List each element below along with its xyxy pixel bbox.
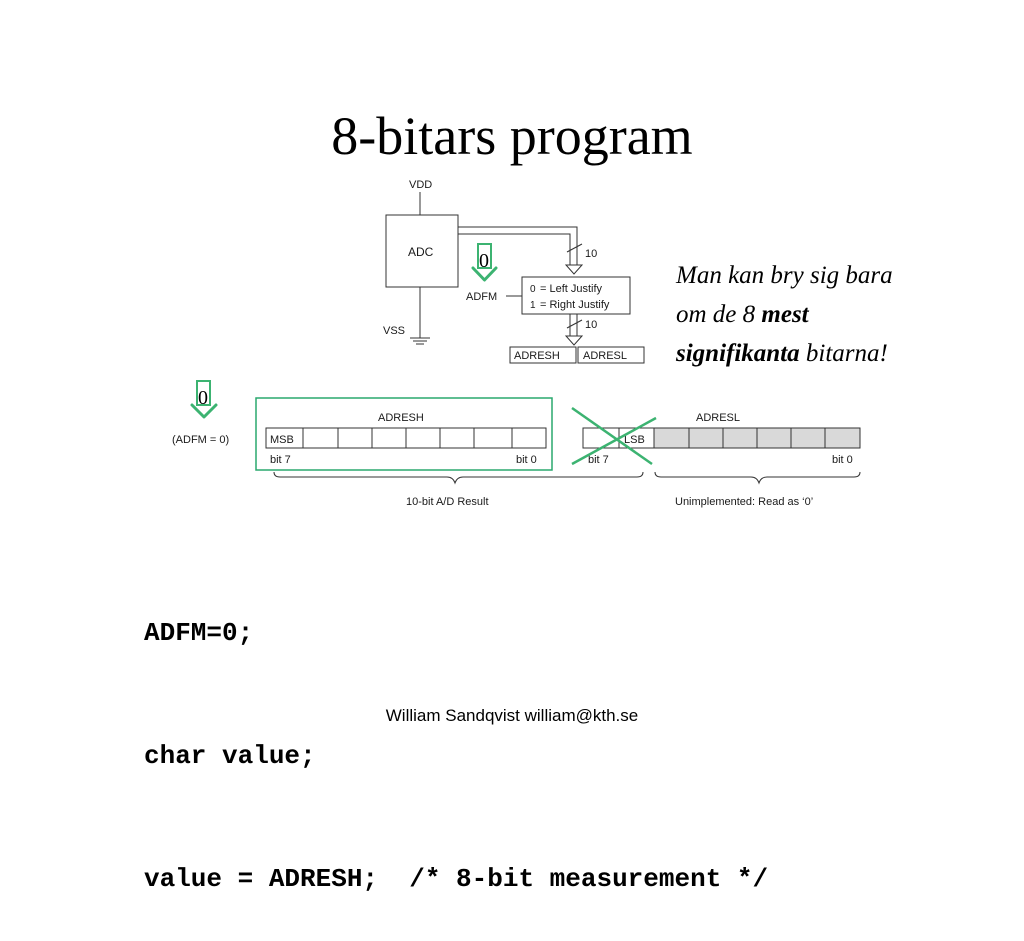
adfm-equals-label: (ADFM = 0) xyxy=(172,434,229,446)
code-line-1: ADFM=0; xyxy=(144,618,254,648)
adresh-bit0-label: bit 0 xyxy=(516,454,537,466)
note-emphasis-mest: mest xyxy=(761,301,809,328)
code-line-2: char value; xyxy=(144,741,316,771)
adfm-arrow-icon-top xyxy=(471,243,498,282)
adresh-register-cells xyxy=(265,427,547,449)
adresh-output-label: ADRESH xyxy=(514,350,560,362)
adresl-output-label: ADRESL xyxy=(583,350,627,362)
adresh-output-box xyxy=(509,346,577,364)
adresl-bit7-label: bit 7 xyxy=(588,454,609,466)
justify-right-label: = Right Justify xyxy=(540,299,610,311)
justify-right-bit: 1 xyxy=(530,300,536,311)
unimplemented-label: Unimplemented: Read as ‘0’ xyxy=(675,496,813,508)
adresl-register-cells xyxy=(582,427,861,449)
vss-label: VSS xyxy=(383,325,405,337)
note-emphasis-signifikanta: signifikanta xyxy=(676,340,800,367)
justify-box xyxy=(521,276,631,315)
vdd-label: VDD xyxy=(409,179,432,191)
justify-left-bit: 0 xyxy=(530,284,536,295)
adfm-zero-left: 0 xyxy=(198,387,208,409)
note-line-2-start: om de 8 xyxy=(676,301,762,328)
code-line-3: value = ADRESH; /* 8-bit measurement */ xyxy=(144,864,769,894)
slide-title: 8-bitars program xyxy=(331,106,693,166)
unimplemented-brace xyxy=(654,471,861,485)
bus-width-top: 10 xyxy=(585,248,597,260)
note-line-3: signifikanta bitarna! xyxy=(676,334,996,373)
adc-box xyxy=(385,214,459,288)
register-diagram: 0 (ADFM = 0) ADRESH MSB bit 7 bit 0 ADRE… xyxy=(172,380,861,508)
note-text: Man kan bry sig bara om de 8 mest signif… xyxy=(676,256,996,373)
note-line-2: om de 8 mest xyxy=(676,295,996,334)
note-line-1: Man kan bry sig bara xyxy=(676,262,893,289)
adfm-label: ADFM xyxy=(466,291,497,303)
adc-label: ADC xyxy=(408,245,434,259)
cross-out-icon xyxy=(571,406,657,466)
lsb-label: LSB xyxy=(624,434,645,446)
justify-left-label: = Left Justify xyxy=(540,283,603,295)
msb-label: MSB xyxy=(270,434,294,446)
code-block: ADFM=0; char value; value = ADRESH; /* 8… xyxy=(144,531,768,941)
adfm-zero-top: 0 xyxy=(479,250,489,272)
note-line-3-end: bitarna! xyxy=(799,340,888,367)
result-brace xyxy=(273,471,644,485)
adresl-bit0-label: bit 0 xyxy=(832,454,853,466)
result-label: 10-bit A/D Result xyxy=(406,496,489,508)
adresh-title: ADRESH xyxy=(378,412,424,424)
adresh-bit7-label: bit 7 xyxy=(270,454,291,466)
adresl-title: ADRESL xyxy=(696,412,740,424)
ground-icon xyxy=(410,337,430,345)
adfm-arrow-icon-left xyxy=(190,380,218,419)
adc-block-diagram: VDD ADC VSS 10 0 = Left Justify 1 = Righ… xyxy=(172,179,861,508)
adresl-output-box xyxy=(577,346,645,364)
adresh-highlight-box xyxy=(255,397,553,471)
bus-width-bottom: 10 xyxy=(585,319,597,331)
footer-author: William Sandqvist william@kth.se xyxy=(385,706,639,725)
